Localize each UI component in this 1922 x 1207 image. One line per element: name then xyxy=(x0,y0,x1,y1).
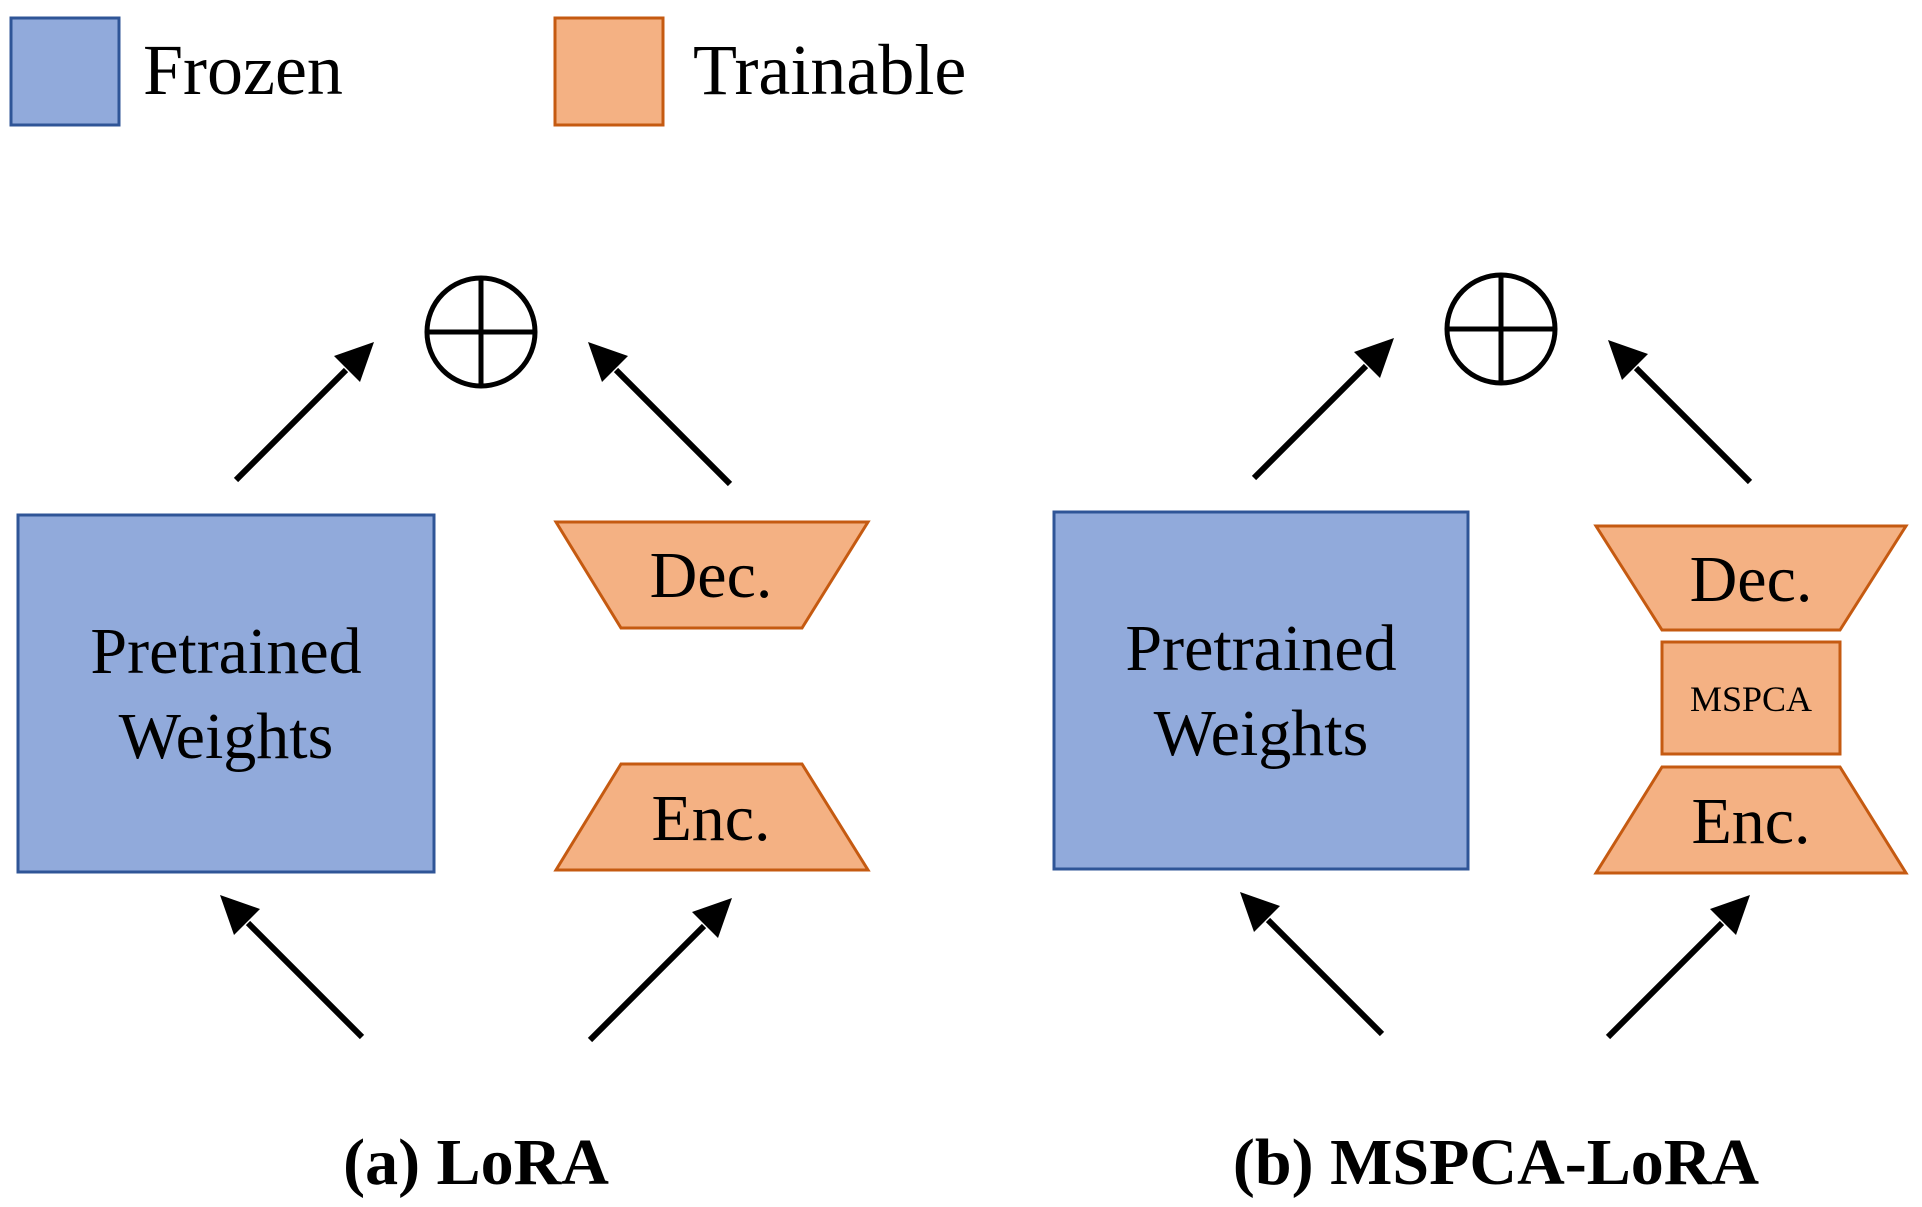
decoder-block xyxy=(1593,524,1909,632)
arrow-weights-to-add xyxy=(233,342,374,483)
panel-a-caption: (a) LoRA xyxy=(343,1126,609,1199)
pretrained-weights-line2: Weights xyxy=(119,700,334,773)
arrow-decoder-to-add xyxy=(1608,340,1753,485)
plus-circle-icon xyxy=(424,275,538,389)
pretrained-weights-block xyxy=(1052,510,1470,871)
legend: Frozen Trainable xyxy=(9,16,966,127)
pretrained-weights-line2: Weights xyxy=(1154,697,1369,770)
decoder-block xyxy=(553,520,871,630)
legend-trainable-label: Trainable xyxy=(693,30,966,110)
panel-lora: Pretrained Weights Dec. Enc. (a) LoRA xyxy=(16,275,871,1199)
arrow-input-to-weights xyxy=(1240,892,1385,1037)
encoder-label: Enc. xyxy=(1691,785,1810,858)
decoder-label: Dec. xyxy=(1690,543,1813,616)
panel-mspca-lora: Pretrained Weights Dec. MSPCA Enc. (b) xyxy=(1052,272,1909,1199)
mspca-block xyxy=(1660,640,1842,756)
arrow-input-to-weights xyxy=(220,895,365,1040)
panel-b-caption: (b) MSPCA-LoRA xyxy=(1233,1126,1759,1199)
pretrained-weights-line1: Pretrained xyxy=(1125,612,1396,685)
legend-frozen-label: Frozen xyxy=(143,30,343,110)
mspca-label: MSPCA xyxy=(1690,679,1812,719)
encoder-block xyxy=(1593,765,1909,875)
legend-trainable-swatch xyxy=(553,16,665,127)
arrow-input-to-encoder xyxy=(587,898,732,1043)
encoder-label: Enc. xyxy=(651,782,770,855)
arrow-decoder-to-add xyxy=(588,342,733,487)
encoder-block xyxy=(553,762,871,872)
arrow-weights-to-add xyxy=(1251,338,1394,481)
pretrained-weights-line1: Pretrained xyxy=(90,615,361,688)
legend-frozen-swatch xyxy=(9,16,121,127)
arrow-input-to-encoder xyxy=(1605,895,1750,1040)
pretrained-weights-block xyxy=(16,513,436,874)
plus-circle-icon xyxy=(1444,272,1558,386)
decoder-label: Dec. xyxy=(650,539,773,612)
